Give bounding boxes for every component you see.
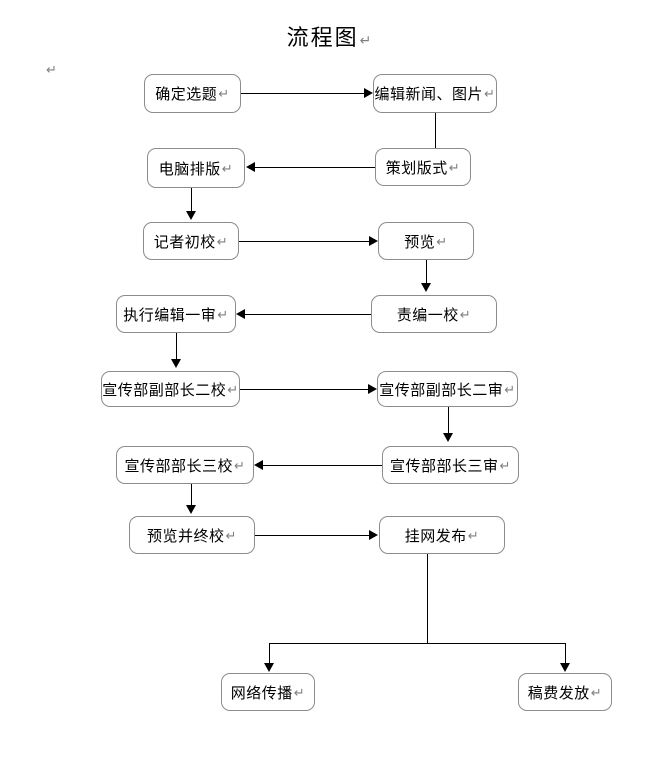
pilcrow-mark: ↵ xyxy=(459,306,472,322)
flow-node-deputy-director-second-review[interactable]: 宣传部副部长二审↵ xyxy=(377,371,518,407)
flow-node-label: 宣传部部长三校 xyxy=(124,457,234,475)
connector-split-n16 xyxy=(565,643,566,665)
margin-pilcrow: ↵ xyxy=(46,62,57,77)
arrowhead-n9-n10 xyxy=(368,384,377,394)
flow-node-preview[interactable]: 预览↵ xyxy=(378,222,474,260)
flow-node-responsible-editor-first-proof[interactable]: 责编一校↵ xyxy=(371,295,497,333)
arrowhead-n5-n6 xyxy=(369,236,378,246)
flow-node-label: 确定选题 xyxy=(155,86,218,103)
arrowhead-n8-n7 xyxy=(236,309,245,319)
arrowhead-split-n16 xyxy=(560,663,570,672)
pilcrow-mark: ↵ xyxy=(467,527,480,543)
flow-node-confirm-topic[interactable]: 确定选题↵ xyxy=(144,74,241,113)
connector-split-bar xyxy=(269,643,566,644)
flow-node-label: 记者初校 xyxy=(153,233,216,251)
arrowhead-n6-n8 xyxy=(421,283,431,292)
flow-node-label: 宣传部副部长二校 xyxy=(102,381,227,399)
pilcrow-mark: ↵ xyxy=(484,86,496,101)
arrowhead-n12-n11 xyxy=(254,460,263,470)
page-title: 流程图↵ xyxy=(0,20,660,52)
flow-node-label: 执行编辑一审 xyxy=(123,306,217,324)
pilcrow-mark: ↵ xyxy=(293,684,306,700)
flow-node-label: 稿费发放 xyxy=(527,684,590,702)
flow-node-label: 编辑新闻、图片 xyxy=(374,86,484,103)
connector-n5-n6 xyxy=(239,241,369,242)
flow-node-plan-format[interactable]: 策划版式↵ xyxy=(375,148,471,186)
pilcrow-mark: ↵ xyxy=(436,233,448,249)
arrowhead-split-n15 xyxy=(264,663,274,672)
arrowhead-n10-n12 xyxy=(443,433,453,442)
pilcrow-mark: ↵ xyxy=(227,381,239,397)
connector-n4-n3 xyxy=(255,167,375,168)
pilcrow-mark: ↵ xyxy=(218,86,230,101)
flow-node-preview-final-proof[interactable]: 预览并终校↵ xyxy=(129,516,255,554)
flow-node-label: 策划版式 xyxy=(385,159,448,177)
arrowhead-n4-n3 xyxy=(246,162,255,172)
arrowhead-n13-n14 xyxy=(369,530,378,540)
pilcrow-mark: ↵ xyxy=(504,381,516,397)
flow-node-director-third-review[interactable]: 宣传部部长三审↵ xyxy=(382,446,519,484)
flow-node-label: 预览 xyxy=(404,233,436,251)
flow-node-executive-editor-first-review[interactable]: 执行编辑一审↵ xyxy=(116,295,236,333)
pilcrow-mark: ↵ xyxy=(590,684,603,700)
flow-node-label: 挂网发布 xyxy=(404,527,467,545)
connector-n11-n13 xyxy=(191,484,192,507)
flow-node-director-third-proof[interactable]: 宣传部部长三校↵ xyxy=(116,446,254,484)
connector-n13-n14 xyxy=(255,535,369,536)
arrowhead-n3-n5 xyxy=(186,211,196,220)
flow-node-label: 电脑排版 xyxy=(158,160,221,178)
connector-n7-n9 xyxy=(176,333,177,361)
arrowhead-n11-n13 xyxy=(186,505,196,514)
pilcrow-mark: ↵ xyxy=(499,457,511,473)
flow-node-edit-news-photos[interactable]: 编辑新闻、图片↵ xyxy=(373,74,497,113)
arrowhead-n1-n2 xyxy=(364,88,373,98)
connector-n6-n8 xyxy=(426,260,427,285)
page-title-text: 流程图 xyxy=(286,25,359,50)
flow-node-deputy-director-second-proof[interactable]: 宣传部副部长二校↵ xyxy=(101,371,240,407)
connector-split-n15 xyxy=(269,643,270,665)
connector-n1-n2 xyxy=(241,93,364,94)
flow-node-label: 责编一校 xyxy=(396,306,459,324)
connector-n3-n5 xyxy=(191,188,192,213)
pilcrow-mark: ↵ xyxy=(217,306,229,322)
pilcrow-mark: ↵ xyxy=(359,32,374,48)
connector-n2-n4 xyxy=(435,113,436,148)
flow-node-publish-online[interactable]: 挂网发布↵ xyxy=(379,516,505,554)
flow-node-label: 预览并终校 xyxy=(147,527,225,545)
connector-n14-trunk xyxy=(427,554,428,643)
connector-n9-n10 xyxy=(240,389,368,390)
pilcrow-mark: ↵ xyxy=(216,233,229,249)
flow-node-label: 宣传部部长三审 xyxy=(390,457,499,475)
connector-n12-n11 xyxy=(263,465,382,466)
flow-node-label: 网络传播 xyxy=(230,684,293,702)
connector-n10-n12 xyxy=(448,407,449,435)
flow-node-reporter-first-proof[interactable]: 记者初校↵ xyxy=(143,222,239,260)
arrowhead-n7-n9 xyxy=(171,359,181,368)
flow-node-computer-layout[interactable]: 电脑排版↵ xyxy=(147,148,245,188)
flow-node-payment-distribution[interactable]: 稿费发放↵ xyxy=(518,673,612,711)
flow-node-network-distribution[interactable]: 网络传播↵ xyxy=(221,673,315,711)
pilcrow-mark: ↵ xyxy=(221,160,234,176)
pilcrow-mark: ↵ xyxy=(448,159,461,175)
pilcrow-mark: ↵ xyxy=(225,527,237,543)
connector-n8-n7 xyxy=(245,314,371,315)
flow-node-label: 宣传部副部长二审 xyxy=(379,381,504,399)
pilcrow-mark: ↵ xyxy=(234,457,246,473)
